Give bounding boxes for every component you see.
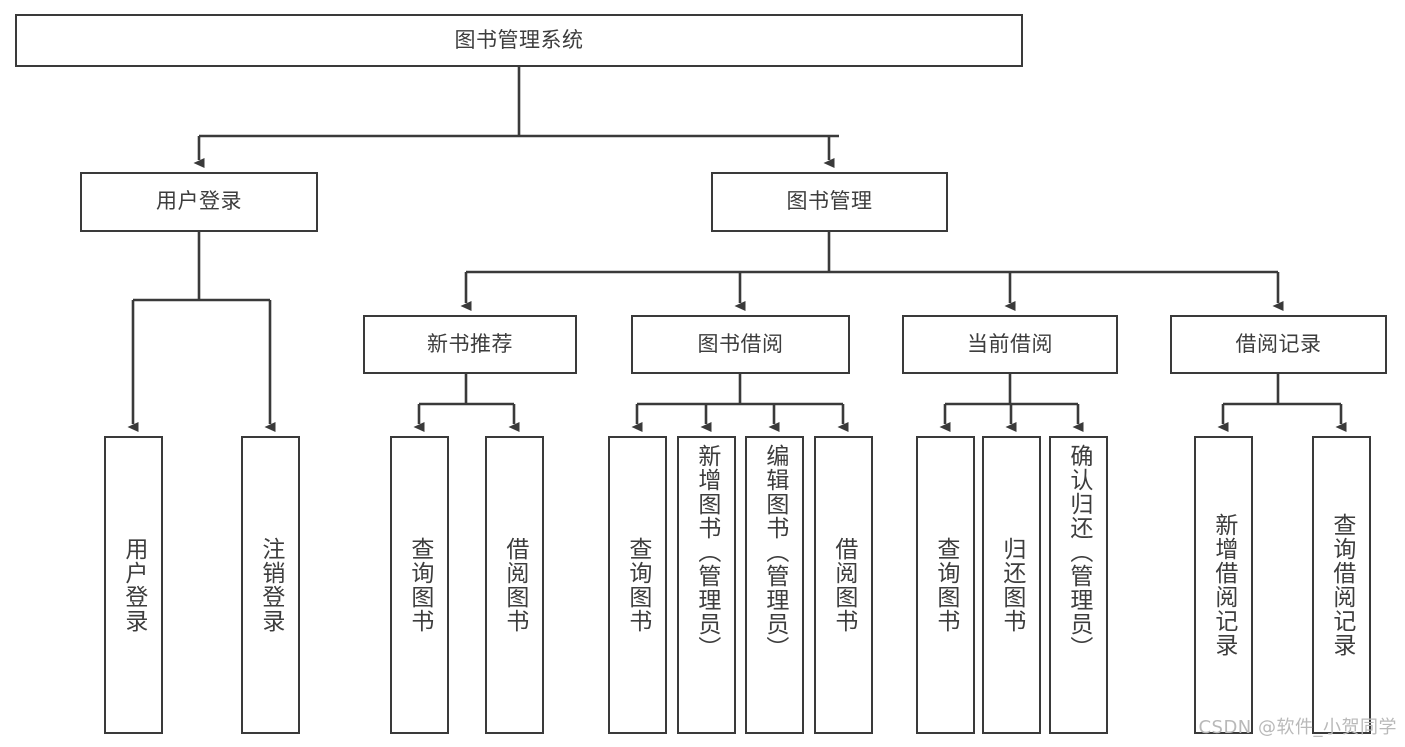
node-leaf-query-book-1[interactable]: 查询图书 <box>390 436 449 734</box>
node-book-borrow[interactable]: 图书借阅 <box>631 315 850 374</box>
node-user-login-label: 用户登录 <box>156 189 242 214</box>
node-leaf-edit-book[interactable]: 编辑图书（管理员） <box>745 436 804 734</box>
node-leaf-user-login[interactable]: 用户登录 <box>104 436 163 734</box>
node-leaf-query-record[interactable]: 查询借阅记录 <box>1312 436 1371 734</box>
node-current-borrow-label: 当前借阅 <box>967 331 1053 356</box>
node-new-book-rec[interactable]: 新书推荐 <box>363 315 577 374</box>
node-book-manage-label: 图书管理 <box>786 189 873 214</box>
node-leaf-user-login-label: 用户登录 <box>120 537 147 633</box>
node-leaf-borrow-book-1[interactable]: 借阅图书 <box>485 436 544 734</box>
node-leaf-confirm-return[interactable]: 确认归还（管理员） <box>1049 436 1108 734</box>
node-leaf-add-record[interactable]: 新增借阅记录 <box>1194 436 1253 734</box>
node-borrow-record[interactable]: 借阅记录 <box>1170 315 1387 374</box>
node-leaf-return-book-label: 归还图书 <box>998 537 1025 633</box>
node-leaf-query-book-2-label: 查询图书 <box>624 537 651 633</box>
node-leaf-query-book-3-label: 查询图书 <box>932 537 959 633</box>
node-leaf-query-book-2[interactable]: 查询图书 <box>608 436 667 734</box>
node-root-label: 图书管理系统 <box>454 27 584 52</box>
node-leaf-query-book-1-label: 查询图书 <box>406 537 433 633</box>
node-book-manage[interactable]: 图书管理 <box>711 172 948 232</box>
node-book-borrow-label: 图书借阅 <box>697 331 784 356</box>
node-leaf-return-book[interactable]: 归还图书 <box>982 436 1041 734</box>
node-leaf-query-book-3[interactable]: 查询图书 <box>916 436 975 734</box>
node-leaf-borrow-book-2-label: 借阅图书 <box>830 537 857 633</box>
node-leaf-borrow-book-1-label: 借阅图书 <box>501 537 528 633</box>
node-leaf-logout[interactable]: 注销登录 <box>241 436 300 734</box>
node-borrow-record-label: 借阅记录 <box>1235 331 1322 356</box>
csdn-watermark: CSDN @软件_小贺同学 <box>1198 717 1397 738</box>
node-leaf-borrow-book-2[interactable]: 借阅图书 <box>814 436 873 734</box>
node-leaf-logout-label: 注销登录 <box>257 537 284 633</box>
node-new-book-rec-label: 新书推荐 <box>427 331 513 356</box>
node-current-borrow[interactable]: 当前借阅 <box>902 315 1118 374</box>
node-leaf-edit-book-label: 编辑图书（管理员） <box>761 444 788 660</box>
node-leaf-add-book[interactable]: 新增图书（管理员） <box>677 436 736 734</box>
node-leaf-add-record-label: 新增借阅记录 <box>1210 513 1237 657</box>
node-leaf-query-record-label: 查询借阅记录 <box>1328 513 1355 657</box>
node-root[interactable]: 图书管理系统 <box>15 14 1023 67</box>
node-leaf-add-book-label: 新增图书（管理员） <box>693 444 720 660</box>
node-leaf-confirm-return-label: 确认归还（管理员） <box>1065 444 1092 660</box>
node-user-login[interactable]: 用户登录 <box>80 172 318 232</box>
